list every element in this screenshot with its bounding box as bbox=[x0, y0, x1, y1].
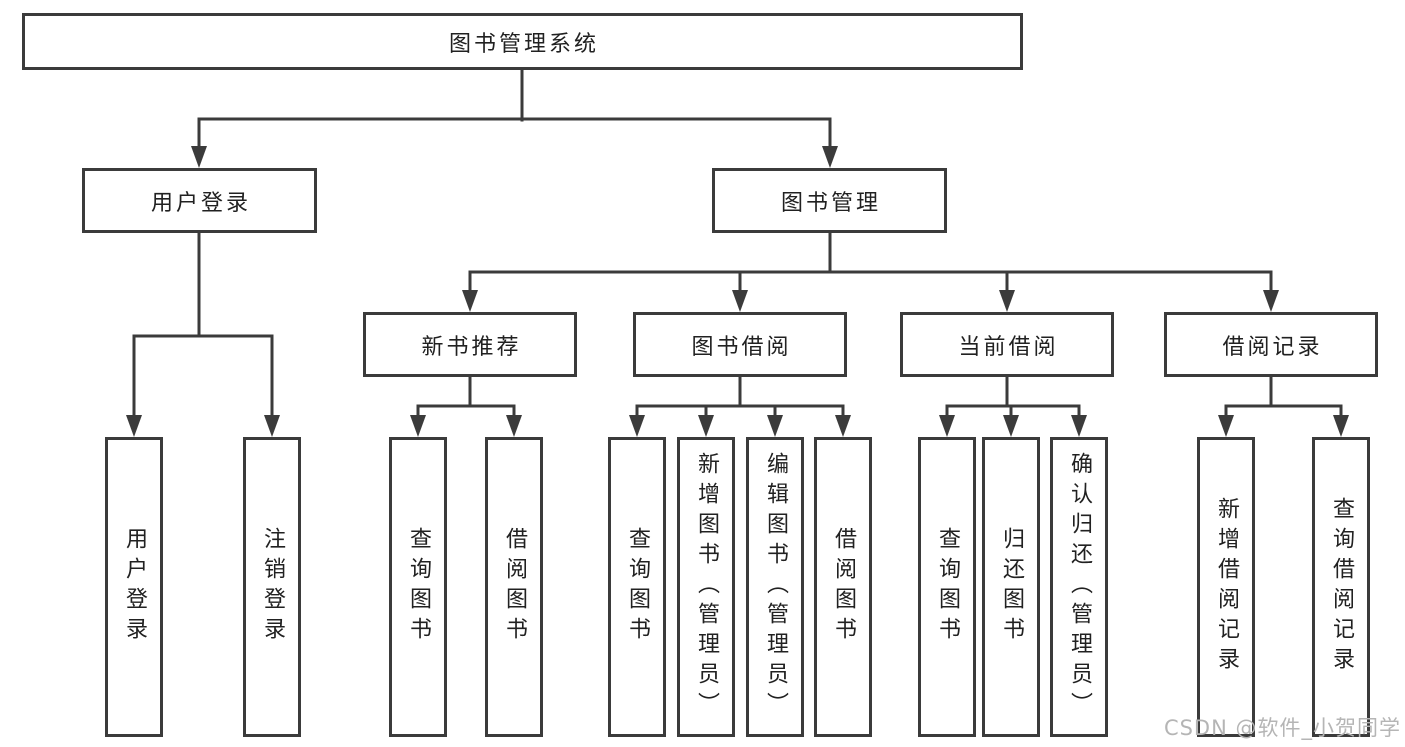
node-new-book-recommend: 新书推荐 bbox=[363, 312, 577, 377]
leaf-query-book-recommend: 查询图书 bbox=[389, 437, 447, 737]
leaf-label: 新增借阅记录 bbox=[1214, 497, 1239, 677]
leaf-label: 新增图书（管理员） bbox=[694, 452, 719, 722]
node-label: 图书管理系统 bbox=[448, 31, 599, 57]
node-user-login: 用户登录 bbox=[82, 168, 317, 233]
leaf-borrow-book: 借阅图书 bbox=[814, 437, 872, 737]
leaf-label: 注销登录 bbox=[260, 527, 285, 647]
node-label: 图书借阅 bbox=[691, 334, 792, 360]
node-book-borrow: 图书借阅 bbox=[633, 312, 847, 377]
leaf-query-book-borrow: 查询图书 bbox=[608, 437, 666, 737]
node-book-management: 图书管理 bbox=[712, 168, 947, 233]
node-label: 图书管理 bbox=[780, 190, 881, 216]
leaf-query-book-current: 查询图书 bbox=[918, 437, 976, 737]
leaf-label: 借阅图书 bbox=[502, 527, 527, 647]
node-label: 借阅记录 bbox=[1222, 334, 1323, 360]
leaf-label: 查询借阅记录 bbox=[1329, 497, 1354, 677]
leaf-add-book-admin: 新增图书（管理员） bbox=[677, 437, 735, 737]
leaf-add-borrow-record: 新增借阅记录 bbox=[1197, 437, 1255, 737]
leaf-borrow-book-recommend: 借阅图书 bbox=[485, 437, 543, 737]
leaf-label: 查询图书 bbox=[935, 527, 960, 647]
node-current-borrow: 当前借阅 bbox=[900, 312, 1114, 377]
node-label: 用户登录 bbox=[150, 190, 251, 216]
leaf-return-book: 归还图书 bbox=[982, 437, 1040, 737]
node-label: 新书推荐 bbox=[421, 334, 522, 360]
leaf-label: 确认归还（管理员） bbox=[1067, 452, 1092, 722]
csdn-watermark: CSDN @软件_小贺同学 bbox=[1163, 716, 1401, 740]
leaf-label: 归还图书 bbox=[999, 527, 1024, 647]
leaf-label: 查询图书 bbox=[406, 527, 431, 647]
leaf-logout: 注销登录 bbox=[243, 437, 301, 737]
node-borrow-records: 借阅记录 bbox=[1164, 312, 1378, 377]
leaf-query-borrow-record: 查询借阅记录 bbox=[1312, 437, 1370, 737]
leaf-confirm-return-admin: 确认归还（管理员） bbox=[1050, 437, 1108, 737]
leaf-user-login: 用户登录 bbox=[105, 437, 163, 737]
leaf-edit-book-admin: 编辑图书（管理员） bbox=[746, 437, 804, 737]
node-library-management-system: 图书管理系统 bbox=[22, 13, 1023, 70]
leaf-label: 借阅图书 bbox=[831, 527, 856, 647]
leaf-label: 编辑图书（管理员） bbox=[763, 452, 788, 722]
node-label: 当前借阅 bbox=[958, 334, 1059, 360]
leaf-label: 查询图书 bbox=[625, 527, 650, 647]
leaf-label: 用户登录 bbox=[122, 527, 147, 647]
